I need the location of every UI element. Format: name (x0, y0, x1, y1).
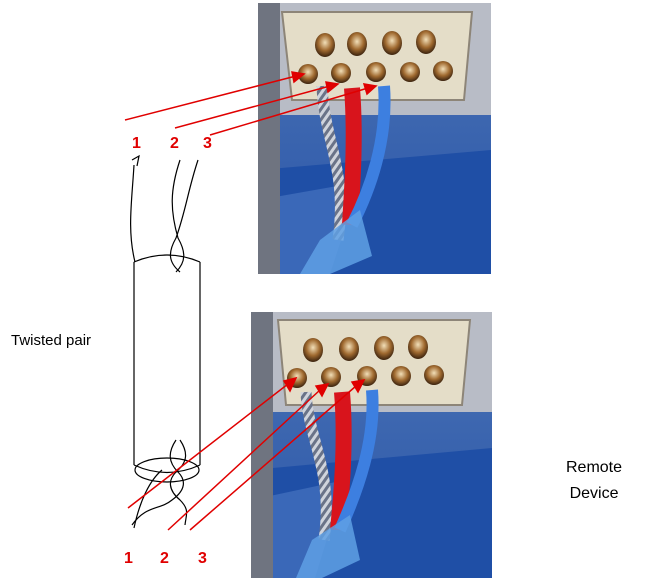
blue-wire (334, 389, 379, 533)
remote-device-label: Remote Device (566, 455, 622, 507)
pin-row-upper (315, 30, 436, 57)
pin-row-upper (303, 335, 428, 362)
twisted-pair-label: Twisted pair (11, 332, 92, 349)
connector-photo-bottom (251, 312, 492, 578)
pin-pointer-lines (124, 71, 378, 531)
red-wire (330, 391, 352, 531)
pin-label-top-2: 2 (170, 135, 179, 152)
remote-label-line2: Device (569, 485, 619, 502)
remote-label-line1: Remote (566, 459, 623, 476)
pin-label-bottom-3: 3 (198, 550, 207, 567)
shield-wire (300, 391, 332, 541)
shield-wire (316, 85, 346, 241)
red-wire (342, 87, 362, 226)
pin-label-bottom-1: 1 (124, 550, 133, 567)
pin-label-top-3: 3 (203, 135, 212, 152)
twisted-pair-cable-sketch (130, 154, 201, 529)
pin-label-bottom-2: 2 (160, 550, 169, 567)
connector-photo-top (258, 3, 491, 274)
pin-label-top-1: 1 (132, 135, 141, 152)
pin-row-lower (298, 61, 453, 84)
